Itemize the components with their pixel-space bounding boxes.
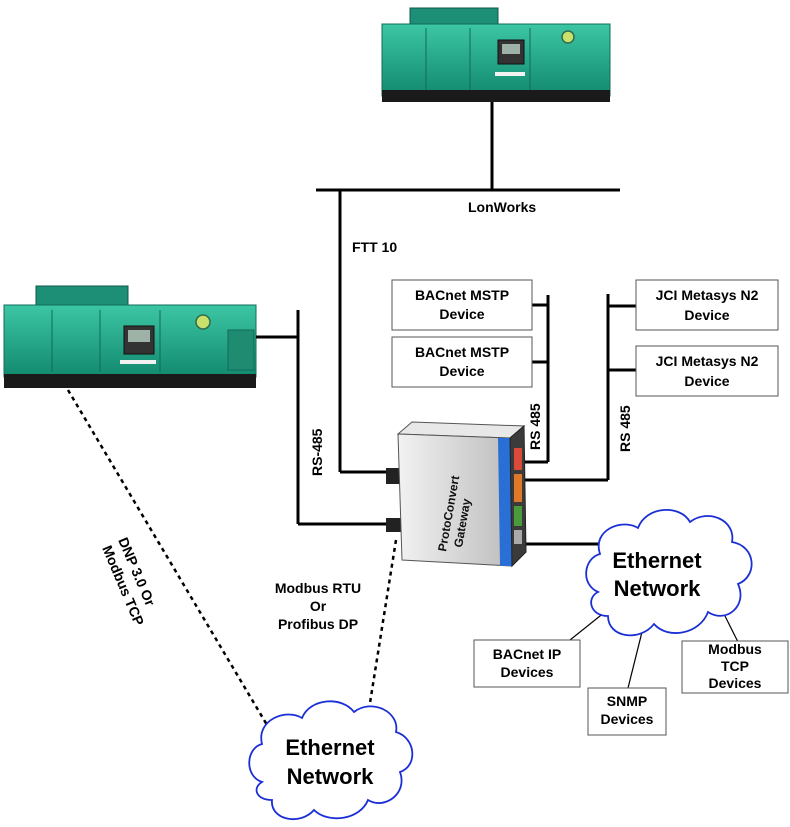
device-label-line1: BACnet MSTP: [415, 287, 509, 303]
cloud-label-line1: Ethernet: [285, 735, 375, 760]
connection-lines: [256, 102, 636, 546]
generator-base: [4, 374, 256, 388]
modbus-rtu-label: Modbus RTU: [275, 580, 361, 596]
jci-metasys-device-2: JCI Metasys N2 Device: [635, 345, 779, 397]
bacnet-ip-devices: BACnet IP Devices: [473, 639, 581, 688]
modbus-tcp-devices: Modbus TCP Devices: [681, 640, 789, 694]
top-generator: [381, 7, 611, 102]
modbus-rtu-link: [364, 539, 398, 729]
cloud-label-line1: Ethernet: [612, 548, 702, 573]
terminal-block-icon: [514, 474, 522, 502]
profibus-label: Profibus DP: [278, 616, 358, 632]
generator-base: [382, 90, 610, 102]
brand-plate: [120, 360, 156, 364]
snmp-link: [627, 631, 643, 689]
device-label-line1: JCI Metasys N2: [656, 287, 759, 303]
terminal-block-icon: [514, 506, 522, 526]
device-label-line1: SNMP: [607, 693, 647, 709]
cloud-label-line2: Network: [614, 576, 702, 601]
device-label-line2: Device: [684, 373, 729, 389]
left-generator: [3, 285, 257, 388]
device-label-line1: Modbus: [708, 641, 762, 657]
dotted-links: [66, 389, 398, 731]
gateway-connector: [386, 518, 402, 532]
logo-badge: [195, 314, 211, 330]
device-label-line1: BACnet MSTP: [415, 344, 509, 360]
cloud-label-line2: Network: [287, 764, 375, 789]
device-label-line2: Device: [439, 306, 484, 322]
lonworks-label: LonWorks: [468, 199, 536, 215]
rs485-mid-label: RS 485: [527, 403, 543, 450]
terminal-block-icon: [514, 448, 522, 470]
device-label-line2: Device: [439, 363, 484, 379]
generator-enclosure: [381, 23, 611, 97]
cloud-shape: [248, 700, 414, 820]
radiator-top: [409, 7, 499, 27]
ethernet-cloud-right: Ethernet Network: [585, 508, 753, 637]
protoconvert-gateway: ProtoConvert Gateway: [386, 421, 527, 568]
gateway-connector: [386, 468, 402, 484]
rs485-left-label: RS-485: [309, 428, 325, 476]
snmp-devices: SNMP Devices: [587, 687, 667, 736]
ethernet-cloud-bottom: Ethernet Network: [248, 700, 414, 820]
device-label-line3: Devices: [709, 675, 762, 691]
rs485-right-label: RS 485: [617, 405, 633, 452]
ethernet-port-icon: [514, 530, 522, 544]
device-label-line2: Devices: [501, 664, 554, 680]
device-label-line2: Device: [684, 307, 729, 323]
brand-plate: [495, 72, 525, 76]
bacnet-mstp-device-2: BACnet MSTP Device: [391, 336, 533, 388]
bacnet-mstp-device-1: BACnet MSTP Device: [391, 279, 533, 331]
device-label-line2: TCP: [721, 658, 749, 674]
gateway-stripe: [498, 438, 512, 566]
device-label-line1: BACnet IP: [493, 646, 561, 662]
jci-metasys-device-1: JCI Metasys N2 Device: [635, 279, 779, 331]
cloud-shape: [585, 508, 753, 637]
dnp-link: [66, 389, 272, 731]
logo-badge: [561, 30, 575, 44]
ftt10-label: FTT 10: [352, 239, 397, 255]
device-label-line1: JCI Metasys N2: [656, 353, 759, 369]
device-label-line2: Devices: [601, 711, 654, 727]
or-label: Or: [310, 598, 327, 614]
